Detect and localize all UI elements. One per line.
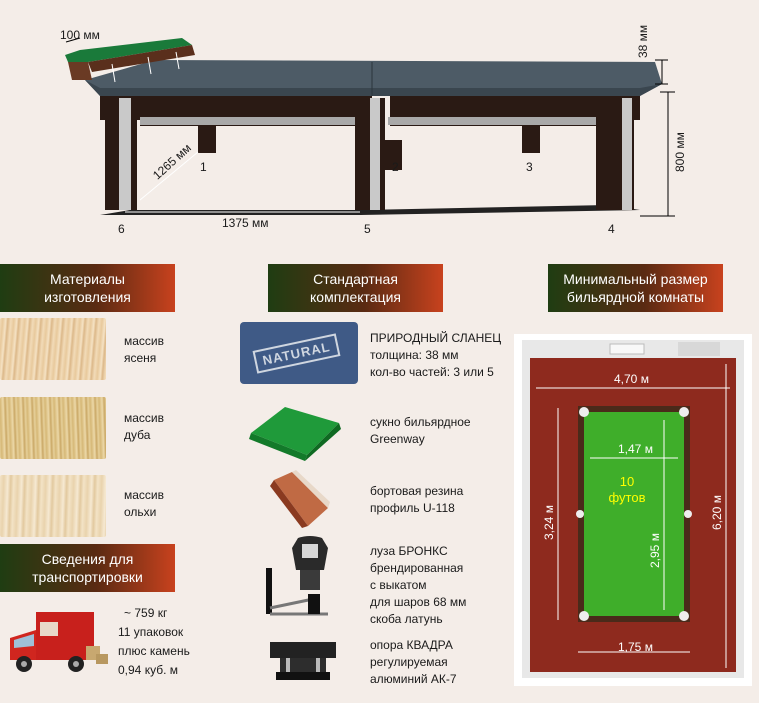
material-ash: массив ясеня xyxy=(124,333,164,367)
standard-slate-line-1: ПРИРОДНЫЙ СЛАНЕЦ xyxy=(370,331,502,345)
leg-span-long-label: 1375 мм xyxy=(222,216,269,230)
table-size-label: 10 футов xyxy=(592,474,662,506)
truck-icon xyxy=(10,612,108,672)
room-header-line-1: Минимальный размер xyxy=(563,271,708,287)
room-header: Минимальный размер бильярдной комнаты xyxy=(548,264,723,312)
standard-pocket-line-4: для шаров 68 мм xyxy=(370,595,467,609)
oak-wood-swatch xyxy=(0,397,106,459)
transport-header: Сведения для транспортировки xyxy=(0,544,175,592)
standard-slate: ПРИРОДНЫЙ СЛАНЕЦ толщина: 38 мм кол-во ч… xyxy=(370,330,501,381)
material-alder-line-1: массив xyxy=(124,488,165,502)
standard-header: Стандартная комплектация xyxy=(268,264,443,312)
standard-rubber-line-2: профиль U-118 xyxy=(370,501,455,515)
leg-2 xyxy=(384,140,402,170)
material-oak-line-2: дуба xyxy=(124,428,151,442)
table-size-unit: футов xyxy=(608,490,646,505)
materials-header: Материалы изготовления xyxy=(0,264,175,312)
standard-leg-line-3: алюминий АК-7 xyxy=(370,672,457,686)
materials-header-line-1: Материалы xyxy=(50,271,125,287)
material-oak-line-1: массив xyxy=(124,411,165,425)
transport-header-line-1: Сведения для xyxy=(41,551,134,567)
natural-badge: NATURAL xyxy=(252,333,341,374)
transport-packages-line-1: 11 упаковок xyxy=(118,625,184,639)
leg-number-1: 1 xyxy=(200,160,207,174)
pocket-image xyxy=(266,536,328,616)
room-panel: 4,70 м 6,20 м 3,24 м 1,75 м 1,47 м 2,95 … xyxy=(514,334,752,686)
standard-leg-line-1: опора КВАДРА xyxy=(370,638,453,652)
play-width-label: 1,47 м xyxy=(618,442,653,456)
table-cloth xyxy=(584,412,684,616)
room-width-label: 4,70 м xyxy=(614,372,649,386)
leg-number-6: 6 xyxy=(118,222,125,236)
room-plan xyxy=(522,340,744,678)
leg-number-2: 2 xyxy=(392,160,399,174)
slate-image: NATURAL xyxy=(240,322,358,384)
apron-trim-left xyxy=(140,117,355,125)
height-label: 800 мм xyxy=(673,132,687,172)
cloth-image xyxy=(249,407,341,461)
material-ash-line-1: массив xyxy=(124,334,165,348)
leg-3 xyxy=(522,118,540,153)
standard-leg-line-2: регулируемая xyxy=(370,655,448,669)
leg-number-4: 4 xyxy=(608,222,615,236)
standard-cloth-line-2: Greenway xyxy=(370,432,425,446)
leg-number-5: 5 xyxy=(364,222,371,236)
transport-weight: ~ 759 кг xyxy=(124,606,168,620)
transport-volume: 0,94 куб. м xyxy=(118,663,178,677)
rubber-image xyxy=(270,470,330,528)
room-header-line-2: бильярдной комнаты xyxy=(566,289,705,305)
leg-number-3: 3 xyxy=(526,160,533,174)
standard-pocket-line-1: луза БРОНКС xyxy=(370,544,448,558)
leg-image xyxy=(270,642,336,680)
standard-cloth: сукно бильярдное Greenway xyxy=(370,414,471,448)
standard-header-line-2: комплектация xyxy=(310,289,401,305)
room-length-label: 6,20 м xyxy=(710,495,724,530)
standard-pocket-line-5: скоба латунь xyxy=(370,612,443,626)
standard-header-line-1: Стандартная xyxy=(313,271,398,287)
material-ash-line-2: ясеня xyxy=(124,351,157,365)
material-alder: массив ольхи xyxy=(124,487,164,521)
standard-rubber-line-1: бортовая резина xyxy=(370,484,464,498)
transport-header-line-2: транспортировки xyxy=(32,569,143,585)
standard-pocket-line-3: с выкатом xyxy=(370,578,427,592)
shadow-right xyxy=(360,205,640,215)
table-top xyxy=(85,60,662,96)
table-diagram: 100 мм 38 мм 800 мм 1265 мм 1375 мм 1 2 … xyxy=(0,0,759,250)
standard-rubber: бортовая резина профиль U-118 xyxy=(370,483,463,517)
material-alder-line-2: ольхи xyxy=(124,505,157,519)
slate-thickness-label: 38 мм xyxy=(636,24,650,58)
standard-pocket-line-2: брендированная xyxy=(370,561,464,575)
billiard-table-drawing xyxy=(65,37,675,217)
standard-slate-line-3: кол-во частей: 3 или 5 xyxy=(370,365,494,379)
standard-leg: опора КВАДРА регулируемая алюминий АК-7 xyxy=(370,637,457,688)
table-size-number: 10 xyxy=(619,474,635,489)
play-length-label: 2,95 м xyxy=(648,533,662,568)
table-length-label: 3,24 м xyxy=(542,505,556,540)
ash-wood-swatch xyxy=(0,318,106,380)
transport-info: ~ 759 кг 11 упаковок плюс камень 0,94 ку… xyxy=(118,604,190,680)
standard-cloth-line-1: сукно бильярдное xyxy=(370,415,471,429)
materials-header-line-2: изготовления xyxy=(44,289,131,305)
table-width-label: 1,75 м xyxy=(618,640,653,654)
transport-packages-line-2: плюс камень xyxy=(118,644,190,658)
rail-piece xyxy=(65,38,192,62)
material-oak: массив дуба xyxy=(124,410,164,444)
apron-trim-right xyxy=(388,117,603,125)
leg-1 xyxy=(198,118,216,153)
standard-pocket: луза БРОНКС брендированная с выкатом для… xyxy=(370,543,466,628)
rail-width-label: 100 мм xyxy=(60,28,100,42)
standard-slate-line-2: толщина: 38 мм xyxy=(370,348,459,362)
alder-wood-swatch xyxy=(0,475,106,537)
